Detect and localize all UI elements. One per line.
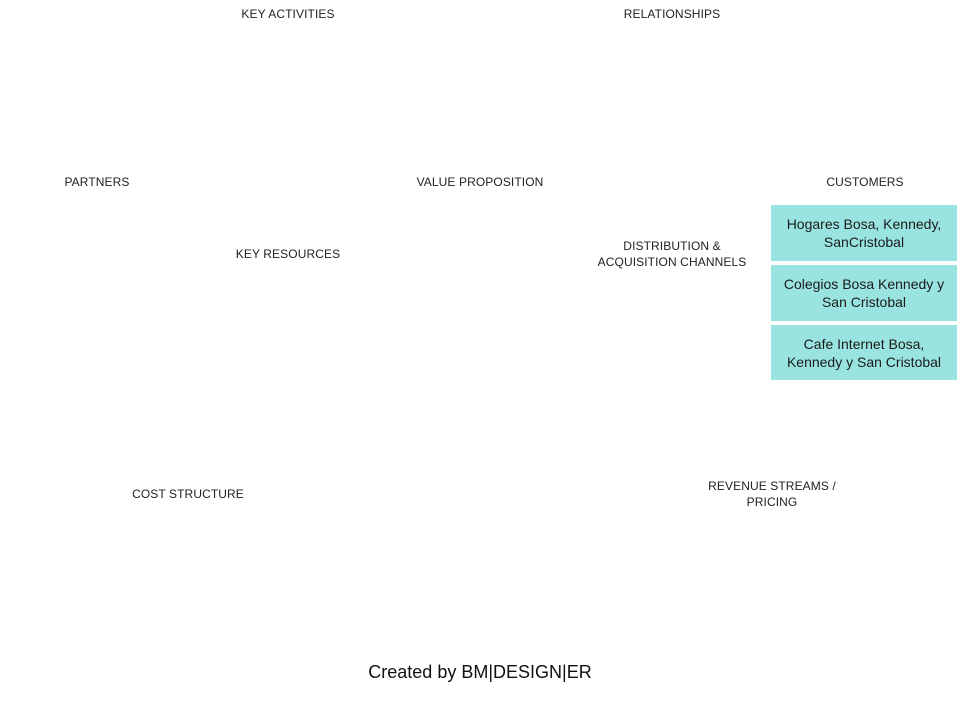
section-label-customers: CUSTOMERS: [826, 175, 904, 189]
customer-card-text: Colegios Bosa Kennedy y San Cristobal: [783, 276, 945, 310]
section-label-cost-structure: COST STRUCTURE: [132, 487, 244, 501]
customer-card-hogares[interactable]: Hogares Bosa, Kennedy, SanCristobal: [771, 205, 957, 261]
section-label-value-proposition: VALUE PROPOSITION: [416, 175, 544, 189]
section-label-key-resources: KEY RESOURCES: [235, 247, 341, 261]
customer-card-colegios[interactable]: Colegios Bosa Kennedy y San Cristobal: [771, 265, 957, 321]
section-label-relationships: RELATIONSHIPS: [623, 7, 721, 21]
footer-credit: Created by BM|DESIGN|ER: [368, 662, 592, 682]
section-label-partners: PARTNERS: [64, 175, 130, 189]
section-label-revenue-streams: REVENUE STREAMS / PRICING: [708, 479, 836, 509]
section-label-key-activities: KEY ACTIVITIES: [241, 7, 335, 21]
customer-card-cafe-internet[interactable]: Cafe Internet Bosa, Kennedy y San Cristo…: [771, 325, 957, 380]
section-label-distribution-channels: DISTRIBUTION & ACQUISITION CHANNELS: [597, 239, 747, 269]
customer-card-text: Cafe Internet Bosa, Kennedy y San Cristo…: [786, 335, 942, 370]
customer-card-text: Hogares Bosa, Kennedy, SanCristobal: [786, 216, 942, 250]
